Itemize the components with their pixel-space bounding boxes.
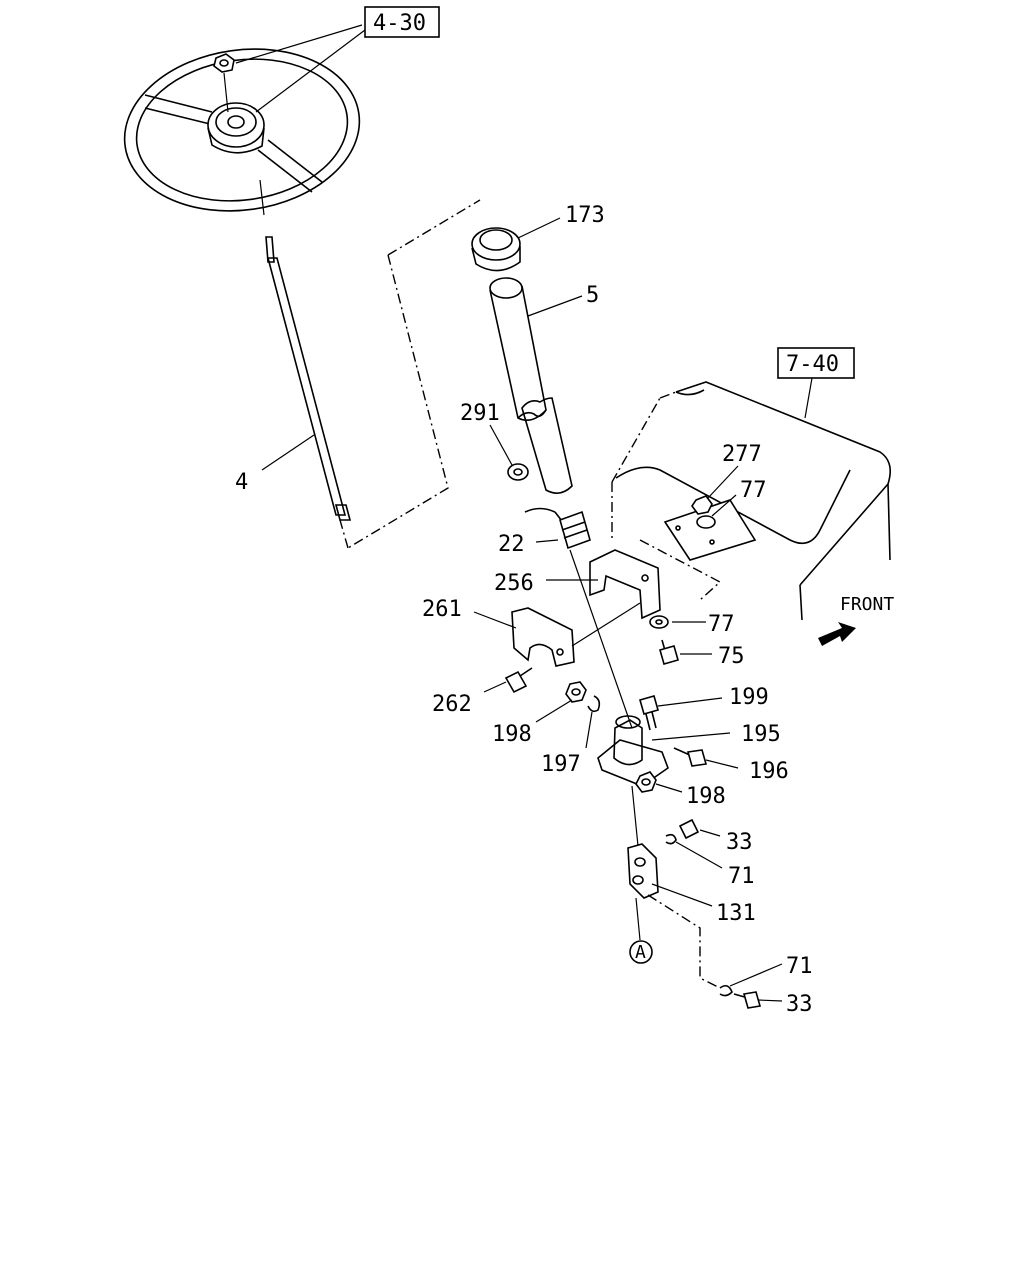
callout-195[interactable]: 195 — [741, 722, 781, 747]
universal-joint-131 — [627, 843, 659, 941]
callout-33-upper[interactable]: 33 — [726, 830, 753, 855]
callout-77-upper[interactable]: 77 — [740, 478, 767, 503]
clip-71-upper-icon — [665, 833, 677, 845]
reference-box-4-30[interactable]: 4-30 — [364, 6, 440, 38]
ref-7-40-label: 7-40 — [786, 352, 839, 377]
clamp-261 — [511, 607, 575, 667]
callout-197[interactable]: 197 — [541, 752, 581, 777]
nut-198-lower-icon — [635, 771, 657, 793]
callout-71-upper[interactable]: 71 — [728, 864, 755, 889]
washer-291-icon — [507, 463, 529, 481]
switch-gear-22 — [524, 507, 591, 550]
callout-77-lower[interactable]: 77 — [708, 612, 735, 637]
bolt-75-icon — [659, 639, 679, 665]
bolt-33-upper-icon — [678, 818, 700, 840]
column-base-flange — [597, 715, 669, 787]
callout-199[interactable]: 199 — [729, 685, 769, 710]
callout-71-lower[interactable]: 71 — [786, 954, 813, 979]
bolt-33-lower-icon — [733, 991, 762, 1009]
callout-277[interactable]: 277 — [722, 442, 762, 467]
front-label: FRONT — [840, 594, 894, 615]
nut-198-upper-icon — [565, 681, 587, 703]
callout-256[interactable]: 256 — [494, 571, 534, 596]
dashboard-cover — [611, 381, 891, 621]
washer-77-icon — [649, 615, 669, 629]
bracket-256 — [589, 549, 661, 620]
marker-a-label: A — [635, 942, 646, 963]
leader-lines — [261, 217, 783, 1002]
callout-173[interactable]: 173 — [565, 203, 605, 228]
callout-5[interactable]: 5 — [586, 283, 599, 308]
callout-196[interactable]: 196 — [749, 759, 789, 784]
callout-261[interactable]: 261 — [422, 597, 462, 622]
ref-4-30-label: 4-30 — [373, 11, 426, 36]
steering-wheel — [123, 48, 361, 212]
reference-box-7-40[interactable]: 7-40 — [777, 347, 855, 379]
bolt-196-icon — [673, 747, 708, 767]
steering-shaft — [265, 236, 352, 521]
dash-mounting-plate — [663, 495, 757, 561]
column-tube — [489, 277, 573, 494]
callout-22[interactable]: 22 — [498, 532, 525, 557]
callout-291[interactable]: 291 — [460, 401, 500, 426]
callout-198-upper[interactable]: 198 — [492, 722, 532, 747]
callout-198-lower[interactable]: 198 — [686, 784, 726, 809]
marker-a: A — [629, 940, 653, 964]
callout-4[interactable]: 4 — [235, 470, 248, 495]
bolt-262-icon — [504, 667, 533, 694]
bolt-199-icon — [639, 695, 659, 731]
column-bushing — [471, 227, 521, 272]
hub-nut-icon — [213, 53, 235, 113]
callout-262[interactable]: 262 — [432, 692, 472, 717]
clip-71-lower-icon — [719, 984, 733, 997]
callout-33-lower[interactable]: 33 — [786, 992, 813, 1017]
callout-75[interactable]: 75 — [718, 644, 745, 669]
callout-131[interactable]: 131 — [716, 901, 756, 926]
callout-labels: 173 5 291 4 22 256 261 277 77 77 75 262 … — [235, 203, 813, 1017]
front-arrow-icon — [818, 622, 856, 646]
clip-197-icon — [587, 695, 601, 713]
